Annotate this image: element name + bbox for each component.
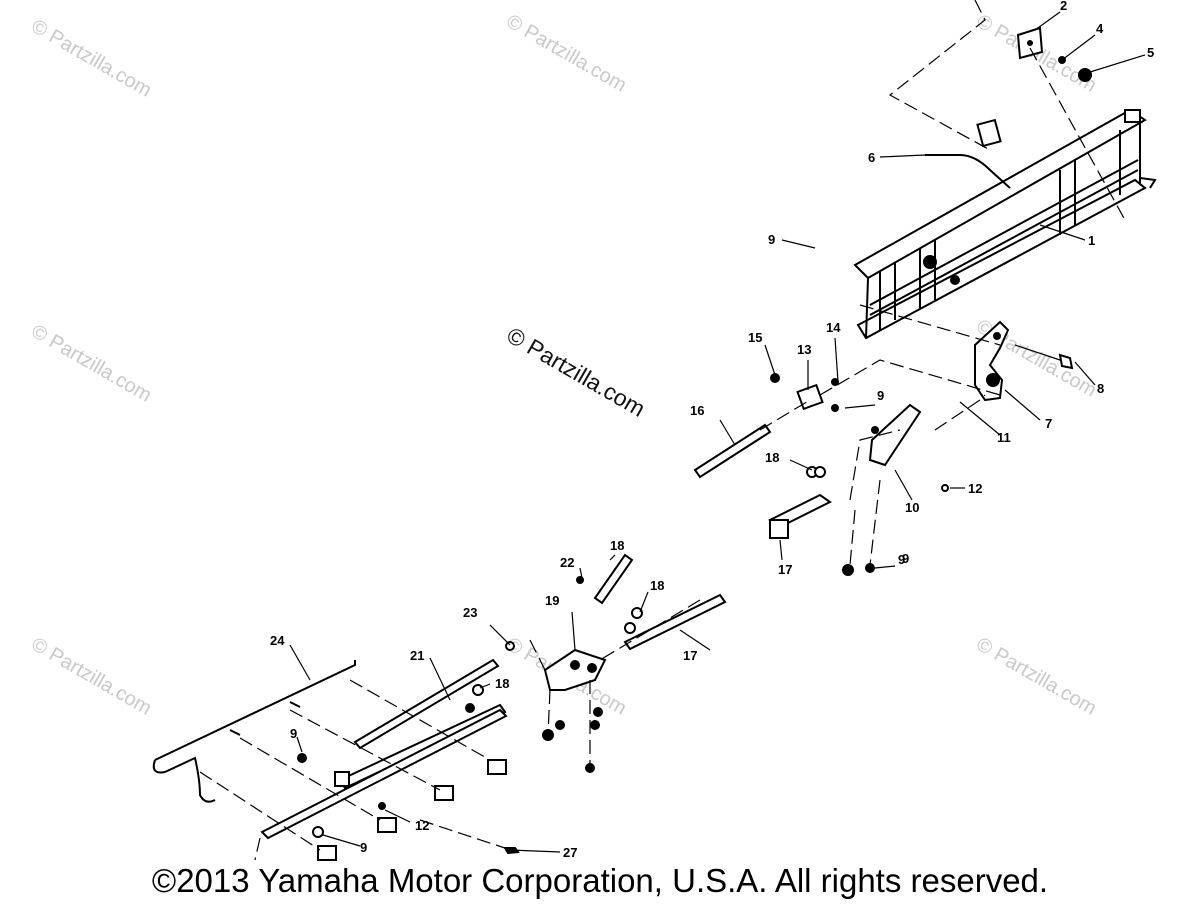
part-label: 13: [797, 342, 811, 357]
part-label: 11: [997, 430, 1011, 445]
part-label: 18: [610, 538, 624, 553]
part-label: 2: [1060, 0, 1067, 13]
part-label: 27: [563, 845, 577, 860]
part-label: 19: [545, 593, 559, 608]
watermark: © Partzilla.com: [28, 633, 156, 719]
part-label: 5: [1147, 45, 1154, 60]
watermark: © Partzilla.com: [973, 633, 1101, 719]
watermarks: © Partzilla.com © Partzilla.com © Partzi…: [28, 10, 1101, 719]
copyright-notice: ©2013 Yamaha Motor Corporation, U.S.A. A…: [151, 862, 1049, 899]
part-label: 17: [683, 648, 697, 663]
watermark: © Partzilla.com: [28, 15, 156, 101]
part-label: 17: [778, 562, 792, 577]
watermark-center: © Partzilla.com: [503, 322, 650, 422]
part-label: 15: [748, 330, 762, 345]
part-label: 1: [1088, 233, 1095, 248]
parts-drawing: [152, 26, 1157, 861]
part-label: 9: [902, 551, 909, 566]
part-label: 18: [650, 578, 664, 593]
part-label: 24: [270, 633, 285, 648]
leader-lines: [289, 11, 1146, 853]
part-label: 8: [1097, 381, 1104, 396]
part-label: 12: [415, 818, 429, 833]
watermark: © Partzilla.com: [503, 10, 631, 96]
part-label: 9: [290, 726, 297, 741]
part-label: 9: [898, 552, 905, 567]
assembly-lines: [199, 0, 1126, 861]
latch-assembly: [974, 320, 1010, 402]
part-label: 18: [495, 676, 509, 691]
part-label: 9: [877, 388, 884, 403]
part-labels: 1 2 4 5 6 9 7 8 11 12 10 9 13 14 15 9 16…: [270, 0, 1154, 860]
watermark: © Partzilla.com: [28, 320, 156, 406]
part-label: 6: [868, 150, 875, 165]
part-label: 10: [905, 500, 919, 515]
part-label: 21: [410, 648, 424, 663]
part-label: 12: [968, 481, 982, 496]
part-label: 14: [826, 320, 841, 335]
part-label: 7: [1045, 416, 1052, 431]
main-frame: [853, 108, 1157, 340]
part-label: 23: [463, 605, 477, 620]
part-label: 9: [768, 232, 775, 247]
part-label: 4: [1096, 21, 1104, 36]
part-label: 22: [560, 555, 574, 570]
part-label: 16: [690, 403, 704, 418]
part-label: 9: [360, 840, 367, 855]
part-label: 18: [765, 450, 779, 465]
